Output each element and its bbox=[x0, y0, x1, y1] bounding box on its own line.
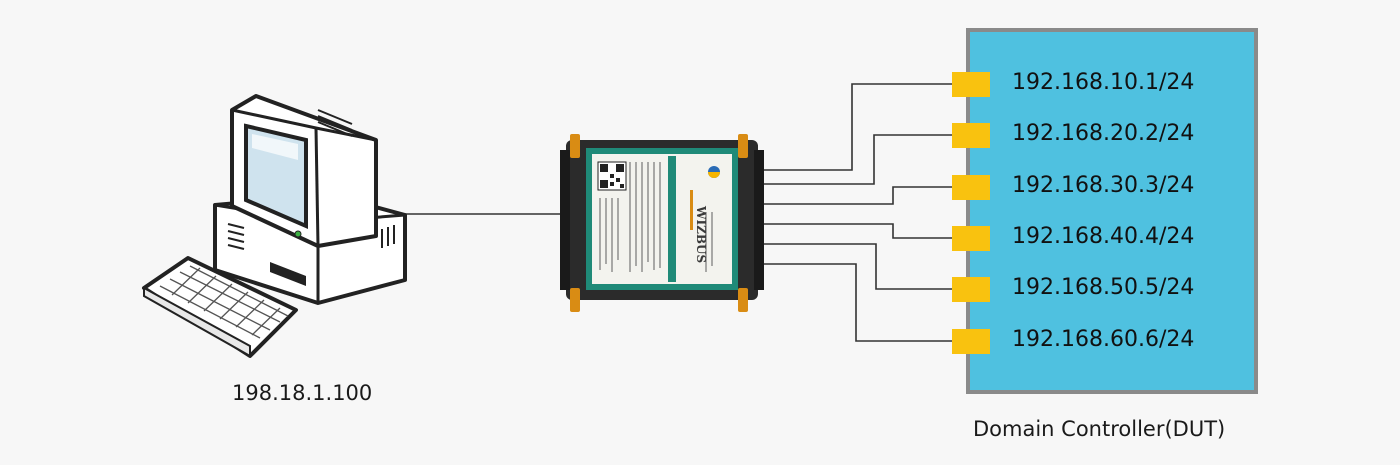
dut-port-3 bbox=[952, 175, 990, 200]
cable-port-5 bbox=[758, 243, 952, 290]
cable-port-1 bbox=[758, 83, 952, 171]
dut-port-3-ip: 192.168.30.3/24 bbox=[1012, 173, 1195, 198]
switch-dut-cables bbox=[758, 83, 952, 342]
dut-port-2-ip: 192.168.20.2/24 bbox=[1012, 121, 1195, 146]
brand-logo-icon bbox=[708, 166, 720, 178]
cable-port-4 bbox=[758, 223, 952, 239]
qr-code-icon bbox=[597, 161, 627, 191]
dut-name-label: Domain Controller(DUT) bbox=[973, 417, 1226, 441]
keyboard-icon bbox=[142, 256, 298, 358]
cable-port-3 bbox=[758, 186, 952, 205]
dut-box bbox=[966, 28, 1258, 394]
dut-port-5 bbox=[952, 277, 990, 302]
dut-port-1 bbox=[952, 72, 990, 97]
dut-ports bbox=[952, 72, 990, 354]
dut-port-4 bbox=[952, 226, 990, 251]
dut-port-6 bbox=[952, 329, 990, 354]
switch-clips bbox=[570, 134, 748, 312]
dut-port-5-ip: 192.168.50.5/24 bbox=[1012, 275, 1195, 300]
dut-port-1-ip: 192.168.10.1/24 bbox=[1012, 70, 1195, 95]
cable-port-6 bbox=[758, 263, 952, 342]
switch-brand-label: WIZBUS bbox=[694, 205, 708, 263]
computer-icon bbox=[213, 94, 407, 305]
pc-ip-label: 198.18.1.100 bbox=[232, 381, 373, 405]
dut-port-4-ip: 192.168.40.4/24 bbox=[1012, 224, 1195, 249]
power-led-icon bbox=[294, 230, 302, 238]
cable-port-2 bbox=[758, 134, 952, 185]
dut-port-2 bbox=[952, 123, 990, 148]
dut-port-6-ip: 192.168.60.6/24 bbox=[1012, 327, 1195, 352]
switch-device: WIZBUS bbox=[560, 134, 764, 312]
